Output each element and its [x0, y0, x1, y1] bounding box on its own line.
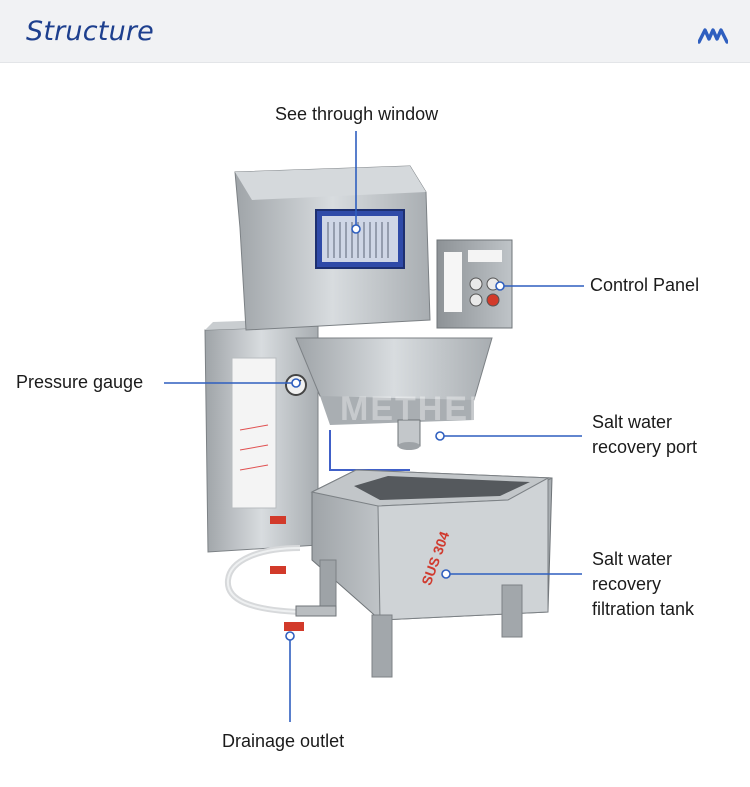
label-pressure-gauge: Pressure gauge: [16, 372, 144, 392]
label-drainage-outlet: Drainage outlet: [222, 731, 345, 751]
callout-dot-drainage-outlet: [285, 631, 295, 641]
label-see-through-window: See through window: [275, 104, 439, 124]
label-line: recovery: [592, 574, 662, 594]
label-line: recovery port: [592, 437, 698, 457]
label-line: Salt water: [592, 549, 673, 569]
callout-dot-salt-water-recovery-port: [435, 431, 445, 441]
callout-dots: [285, 224, 505, 641]
brand-logo-icon: [698, 28, 728, 44]
callout-dot-pressure-gauge: [291, 378, 301, 388]
callout-dot-control-panel: [495, 281, 505, 291]
label-control-panel: Control Panel: [590, 275, 700, 295]
label-line: Salt water: [592, 412, 673, 432]
label-line: filtration tank: [592, 599, 695, 619]
label-filtration-tank: Salt water recovery filtration tank: [592, 547, 732, 622]
watermark-text: METHENA: [340, 390, 522, 428]
header-bar: Structure: [0, 0, 750, 63]
machine-illustration: SUS 304 METHENA: [204, 165, 553, 678]
callout-lines: [164, 131, 584, 722]
page-title: Structure: [26, 16, 154, 47]
callout-dot-see-through-window: [351, 224, 361, 234]
callout-dot-filtration-tank: [441, 569, 451, 579]
label-salt-water-recovery-port: Salt water recovery port: [592, 410, 732, 460]
